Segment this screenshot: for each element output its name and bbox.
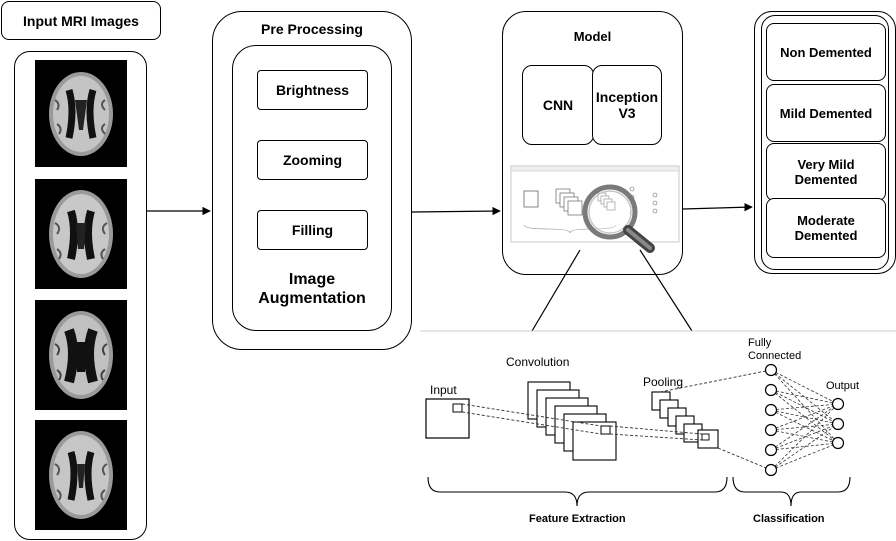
mri-scan-1 bbox=[35, 60, 127, 167]
mri-scan-3 bbox=[35, 300, 127, 410]
detail-fc-nodes bbox=[764, 363, 778, 477]
class-moderate-label-1: Moderate bbox=[797, 213, 855, 228]
detail-pooling-stack bbox=[651, 391, 719, 449]
class-moderate-label-2: Demented bbox=[794, 228, 858, 243]
filling-label: Filling bbox=[291, 222, 334, 238]
detail-input-label: Input bbox=[430, 383, 457, 397]
mri-scan-4 bbox=[35, 420, 127, 530]
class-mild-demented: Mild Demented bbox=[766, 84, 886, 142]
brightness-label: Brightness bbox=[275, 82, 350, 98]
cnn-label: CNN bbox=[542, 97, 574, 113]
detail-fully-label-1: Fully bbox=[748, 337, 772, 349]
detail-output-label: Output bbox=[826, 380, 859, 392]
class-very-mild-demented: Very Mild Demented bbox=[766, 143, 886, 201]
class-very-mild-label-1: Very Mild bbox=[797, 157, 855, 172]
detail-convolution-label: Convolution bbox=[506, 355, 569, 369]
detail-fully-label-2: Connected bbox=[748, 350, 801, 362]
brightness-step: Brightness bbox=[257, 70, 368, 110]
augmentation-caption-1: Image bbox=[288, 271, 336, 288]
class-non-demented: Non Demented bbox=[766, 23, 886, 81]
inception-label-2: V3 bbox=[618, 105, 636, 121]
augmentation-caption-2: Augmentation bbox=[258, 290, 366, 307]
detail-convolution-stack bbox=[527, 381, 617, 461]
detail-fc-connections bbox=[770, 369, 839, 471]
input-title: Input MRI Images bbox=[23, 12, 139, 29]
class-moderate-demented: Moderate Demented bbox=[766, 198, 886, 258]
classification-brace bbox=[732, 476, 851, 507]
detail-pooling-label: Pooling bbox=[643, 375, 683, 389]
class-non-demented-label: Non Demented bbox=[780, 44, 872, 60]
zooming-step: Zooming bbox=[257, 140, 368, 180]
classification-label: Classification bbox=[753, 513, 825, 525]
arrow-preprocessing-to-model bbox=[411, 206, 501, 216]
preprocessing-title: Pre Processing bbox=[261, 21, 363, 37]
arrow-model-to-output bbox=[682, 203, 753, 212]
class-mild-demented-label: Mild Demented bbox=[779, 105, 873, 121]
magnifier-icon bbox=[578, 180, 664, 256]
class-very-mild-label-2: Demented bbox=[794, 172, 858, 187]
mri-scan-2 bbox=[35, 179, 127, 289]
inception-model-box: Inception V3 bbox=[592, 65, 662, 145]
model-title: Model bbox=[573, 29, 612, 44]
input-title-box: Input MRI Images bbox=[1, 1, 161, 40]
cnn-model-box: CNN bbox=[522, 65, 594, 145]
zooming-label: Zooming bbox=[282, 152, 343, 168]
detail-input-map bbox=[425, 398, 470, 439]
detail-output-nodes bbox=[831, 397, 845, 450]
feature-extraction-label: Feature Extraction bbox=[529, 513, 626, 525]
feature-extraction-brace bbox=[427, 476, 728, 507]
inception-label-1: Inception bbox=[595, 89, 659, 105]
filling-step: Filling bbox=[257, 210, 368, 250]
